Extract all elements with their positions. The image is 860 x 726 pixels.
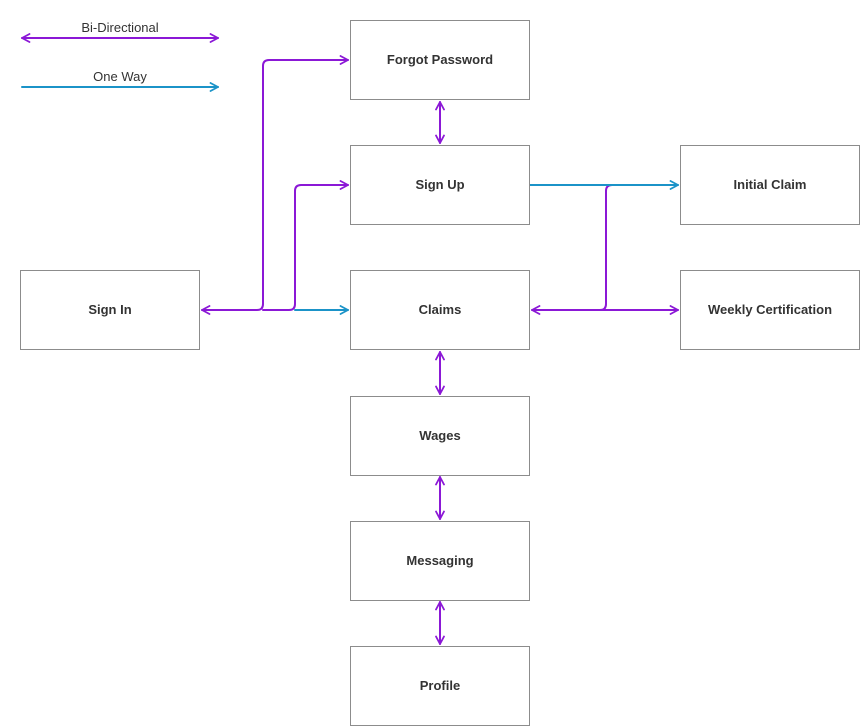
- legend-one-way-label: One Way: [93, 69, 147, 84]
- node-profile-label: Profile: [420, 678, 460, 693]
- legend-bidirectional-label: Bi-Directional: [81, 20, 158, 35]
- edge-signin-signup: [262, 180, 349, 311]
- legend: Bi-Directional One Way: [21, 20, 219, 92]
- node-messaging: Messaging: [350, 521, 530, 601]
- node-claims-label: Claims: [419, 302, 462, 317]
- node-wages-label: Wages: [419, 428, 460, 443]
- edge-claims-initial-claim: [599, 184, 613, 311]
- node-initial-claim: Initial Claim: [680, 145, 860, 225]
- node-sign-in: Sign In: [20, 270, 200, 350]
- node-sign-up: Sign Up: [350, 145, 530, 225]
- node-messaging-label: Messaging: [406, 553, 473, 568]
- node-initial-claim-label: Initial Claim: [734, 177, 807, 192]
- node-sign-in-label: Sign In: [88, 302, 131, 317]
- node-forgot-password-label: Forgot Password: [387, 52, 493, 67]
- node-forgot-password: Forgot Password: [350, 20, 530, 100]
- edges: [201, 55, 679, 645]
- node-weekly-certification: Weekly Certification: [680, 270, 860, 350]
- node-profile: Profile: [350, 646, 530, 726]
- node-sign-up-label: Sign Up: [415, 177, 464, 192]
- node-weekly-certification-label: Weekly Certification: [708, 302, 832, 317]
- node-wages: Wages: [350, 396, 530, 476]
- node-claims: Claims: [350, 270, 530, 350]
- edge-signin-forgot-password: [201, 55, 349, 315]
